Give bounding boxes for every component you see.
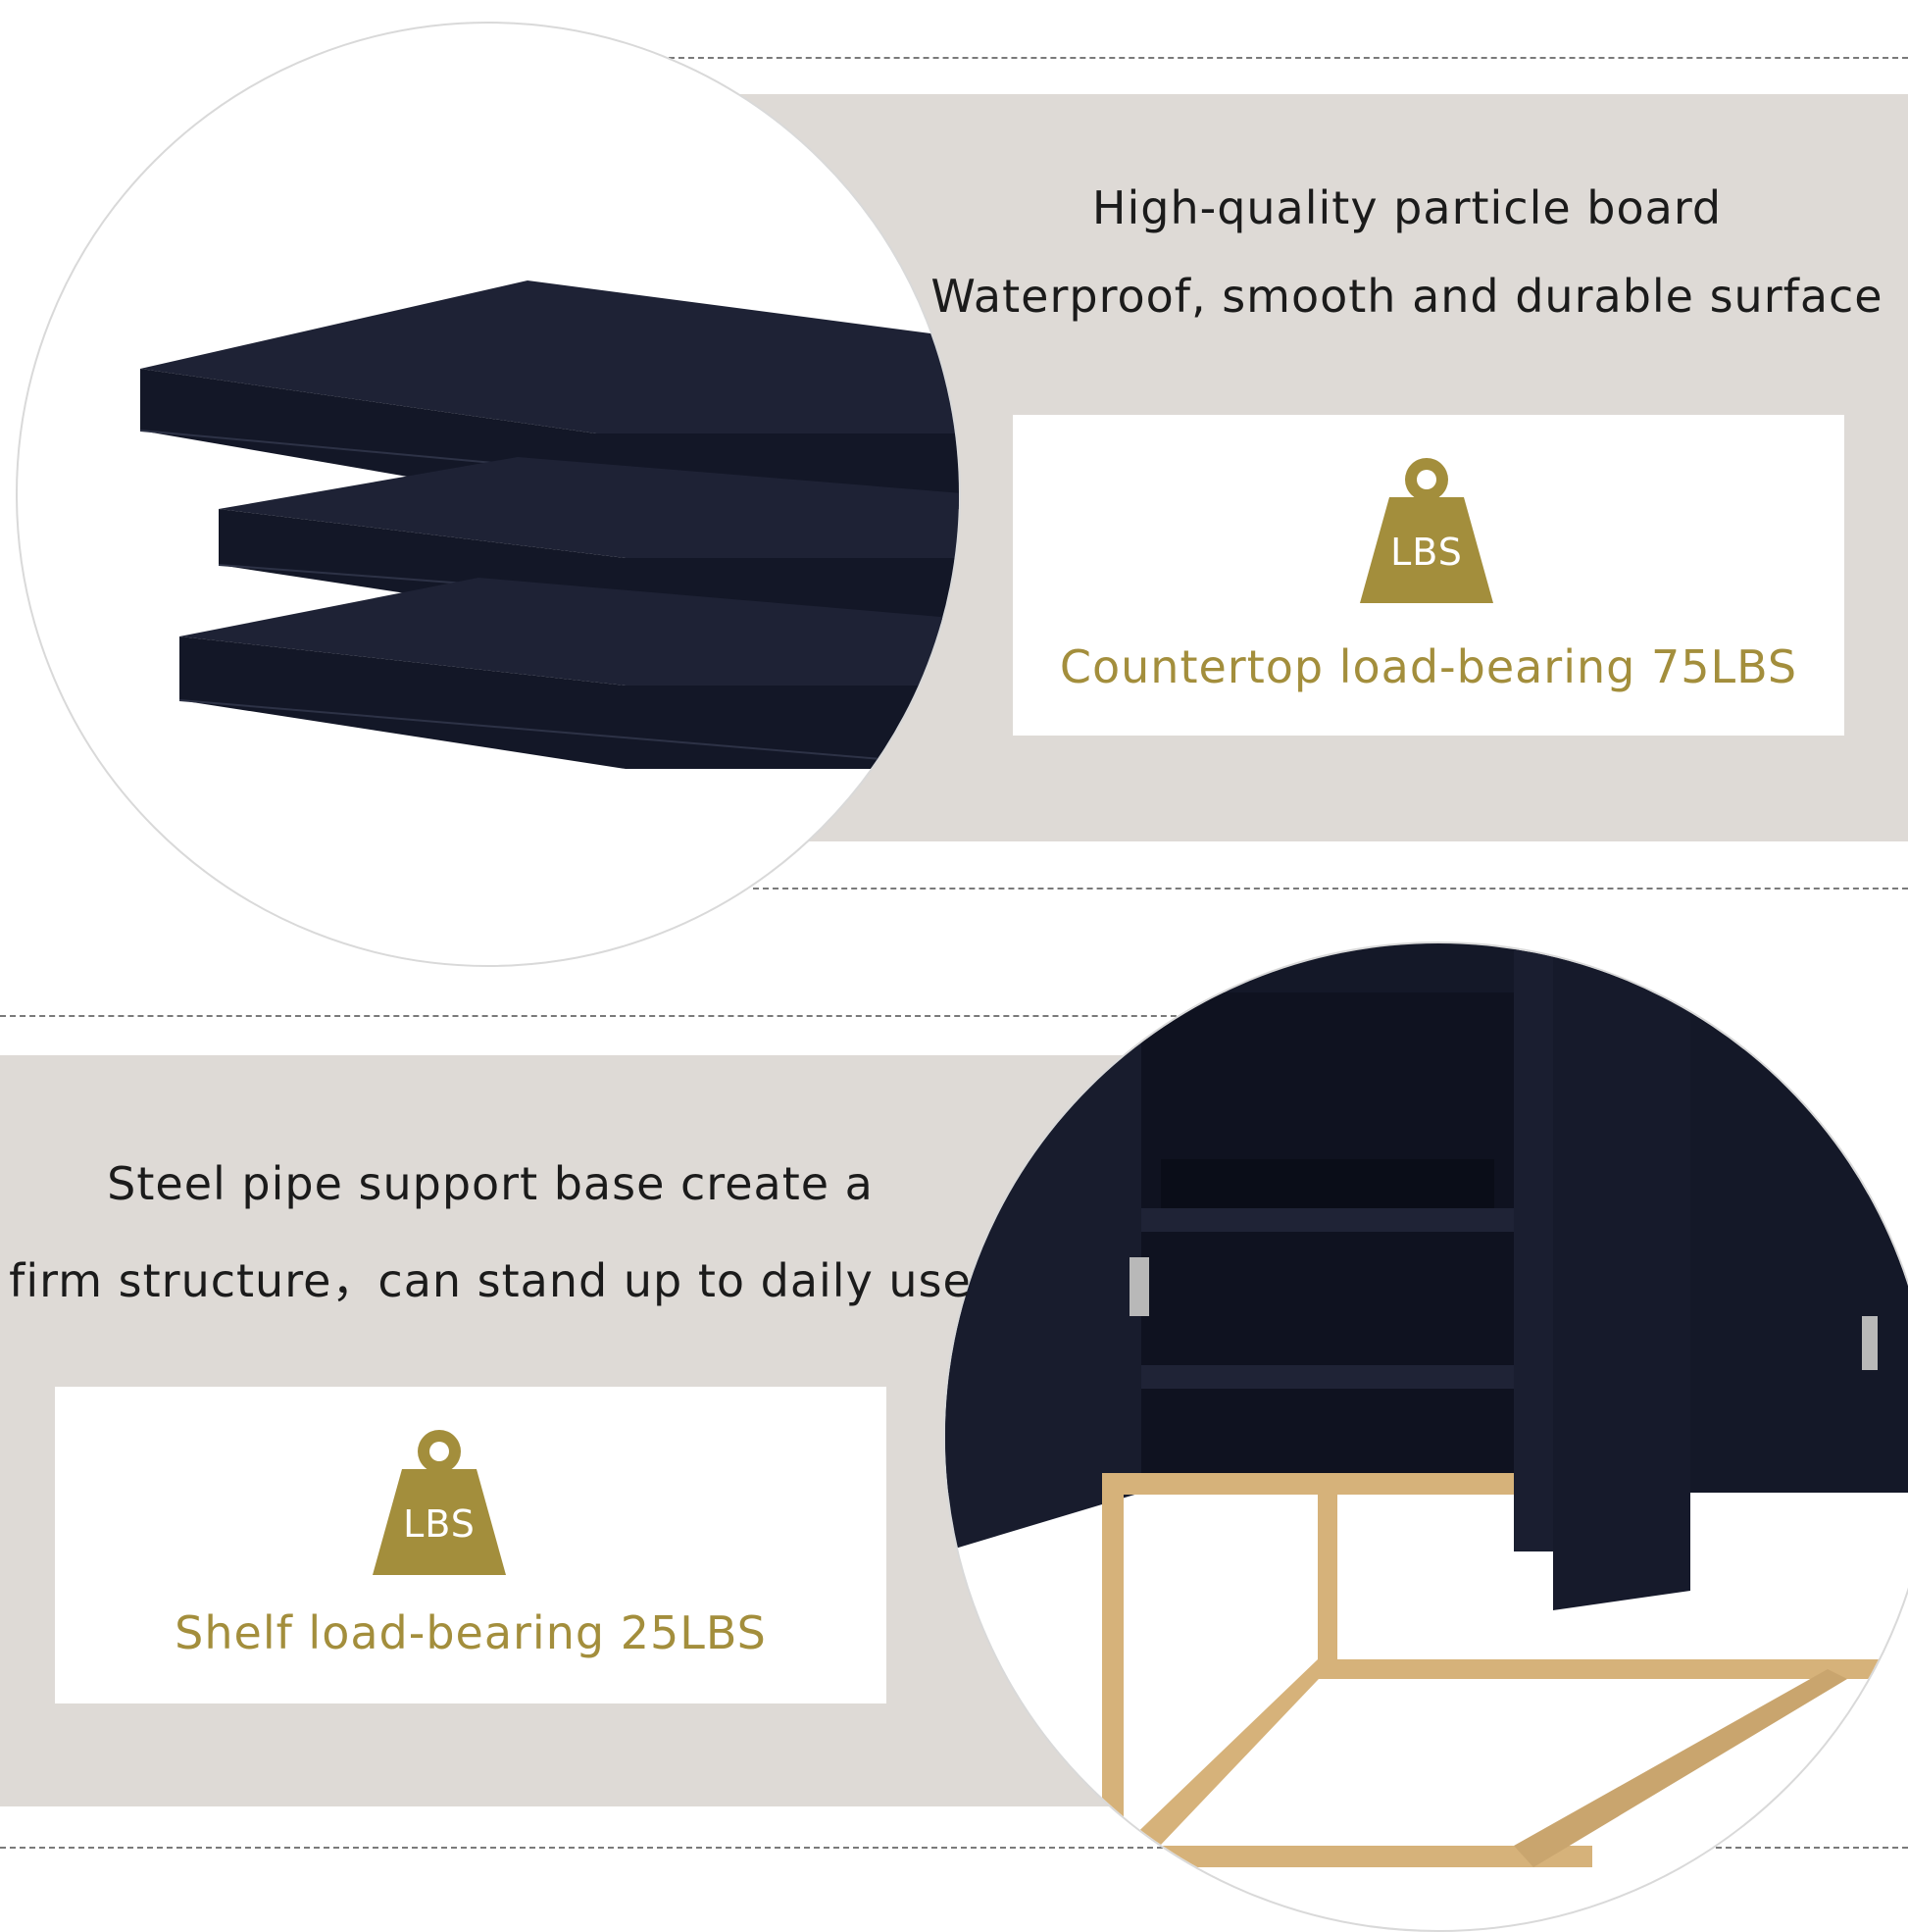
shelf-load-card: LBS Shelf load-bearing 25LBS [55, 1387, 886, 1703]
top-heading-line2: Waterproof, smooth and durable surface [930, 270, 1883, 323]
divider-top-lower [753, 888, 1908, 890]
cabinet-with-gold-base-illustration [945, 943, 1908, 1867]
divider-top [669, 57, 1908, 59]
shelf-load-label: Shelf load-bearing 25LBS [175, 1606, 767, 1659]
divider-bottom [0, 1847, 1908, 1849]
board-photo-circle [16, 22, 961, 967]
weight-lbs-icon: LBS [373, 1426, 506, 1575]
bottom-heading-line1: Steel pipe support base create a [107, 1157, 874, 1210]
top-heading-line1: High-quality particle board [1091, 181, 1723, 234]
weight-badge-text: LBS [1390, 531, 1463, 574]
bottom-heading-line2: firm structure，can stand up to daily use [9, 1254, 972, 1307]
weight-badge-text: LBS [403, 1502, 476, 1546]
divider-middle [0, 1015, 1206, 1017]
stacked-boards-illustration [139, 280, 959, 769]
countertop-load-card: LBS Countertop load-bearing 75LBS [1013, 415, 1844, 736]
countertop-load-label: Countertop load-bearing 75LBS [1059, 640, 1798, 693]
cabinet-photo-circle [943, 941, 1908, 1932]
weight-lbs-icon: LBS [1360, 454, 1493, 603]
